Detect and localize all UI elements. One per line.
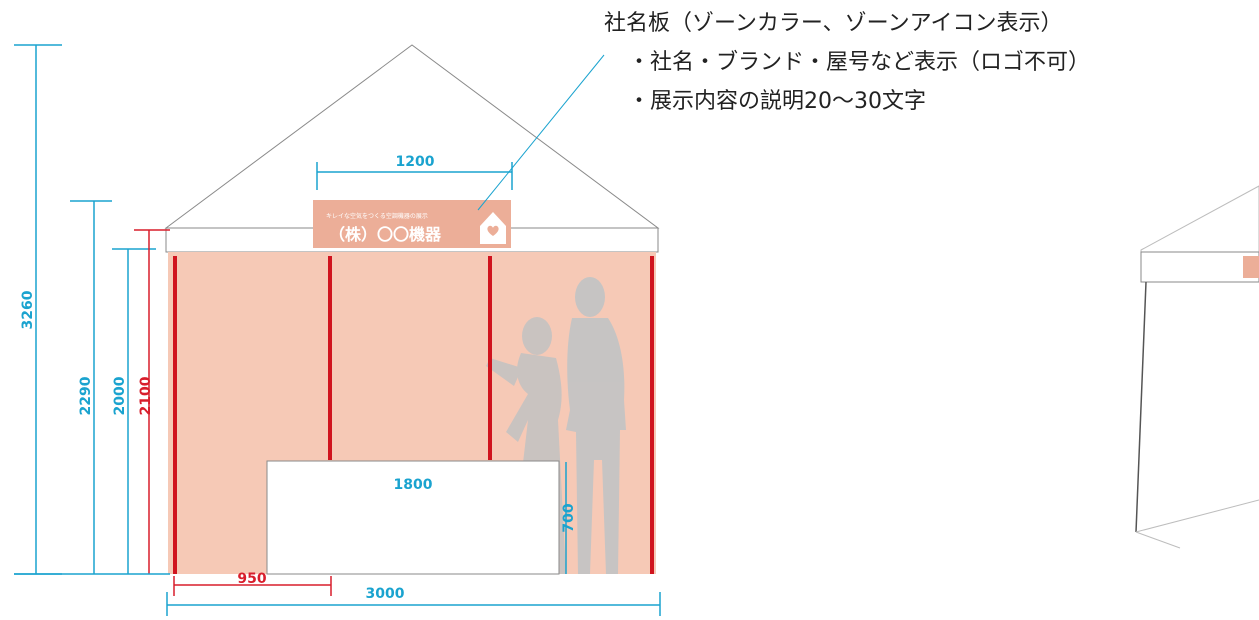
total-height-label: 3260 — [20, 290, 36, 329]
booth-width-label: 3000 — [366, 586, 405, 602]
post-spacing-label: 950 — [237, 571, 266, 587]
post-left — [173, 256, 177, 574]
post-center-right — [488, 256, 492, 460]
perspective-booth-sketch — [1135, 185, 1259, 549]
sign-company-name: （株）〇〇機器 — [329, 225, 442, 244]
wall-height-label: 2000 — [112, 376, 128, 415]
company-sign-board — [313, 200, 511, 248]
callout-line-2: ・展示内容の説明20〜30文字 — [628, 89, 926, 114]
sign-width-dimension — [316, 162, 513, 190]
callout-leader-line — [477, 54, 605, 211]
post-spacing-dimension — [173, 576, 332, 596]
person-silhouette-man — [566, 277, 626, 574]
panel-height-label: 2100 — [138, 376, 154, 415]
eave-height-dimension — [70, 200, 112, 574]
counter — [266, 460, 560, 575]
eave-height-label: 2290 — [78, 376, 94, 415]
house-heart-icon — [480, 212, 506, 244]
callout-title: 社名板（ゾーンカラー、ゾーンアイコン表示） — [604, 11, 1063, 36]
sign-width-label: 1200 — [396, 154, 435, 170]
booth-width-dimension — [166, 592, 661, 616]
post-center-left — [328, 256, 332, 460]
callout-line-1: ・社名・ブランド・屋号など表示（ロゴ不可） — [628, 50, 1091, 75]
sign-tagline: キレイな空気をつくる空調機器の展示 — [326, 212, 428, 220]
post-right — [650, 256, 654, 574]
counter-height-label: 700 — [561, 503, 577, 532]
panel-height-dimension — [134, 229, 170, 574]
counter-width-label: 1800 — [394, 477, 433, 493]
